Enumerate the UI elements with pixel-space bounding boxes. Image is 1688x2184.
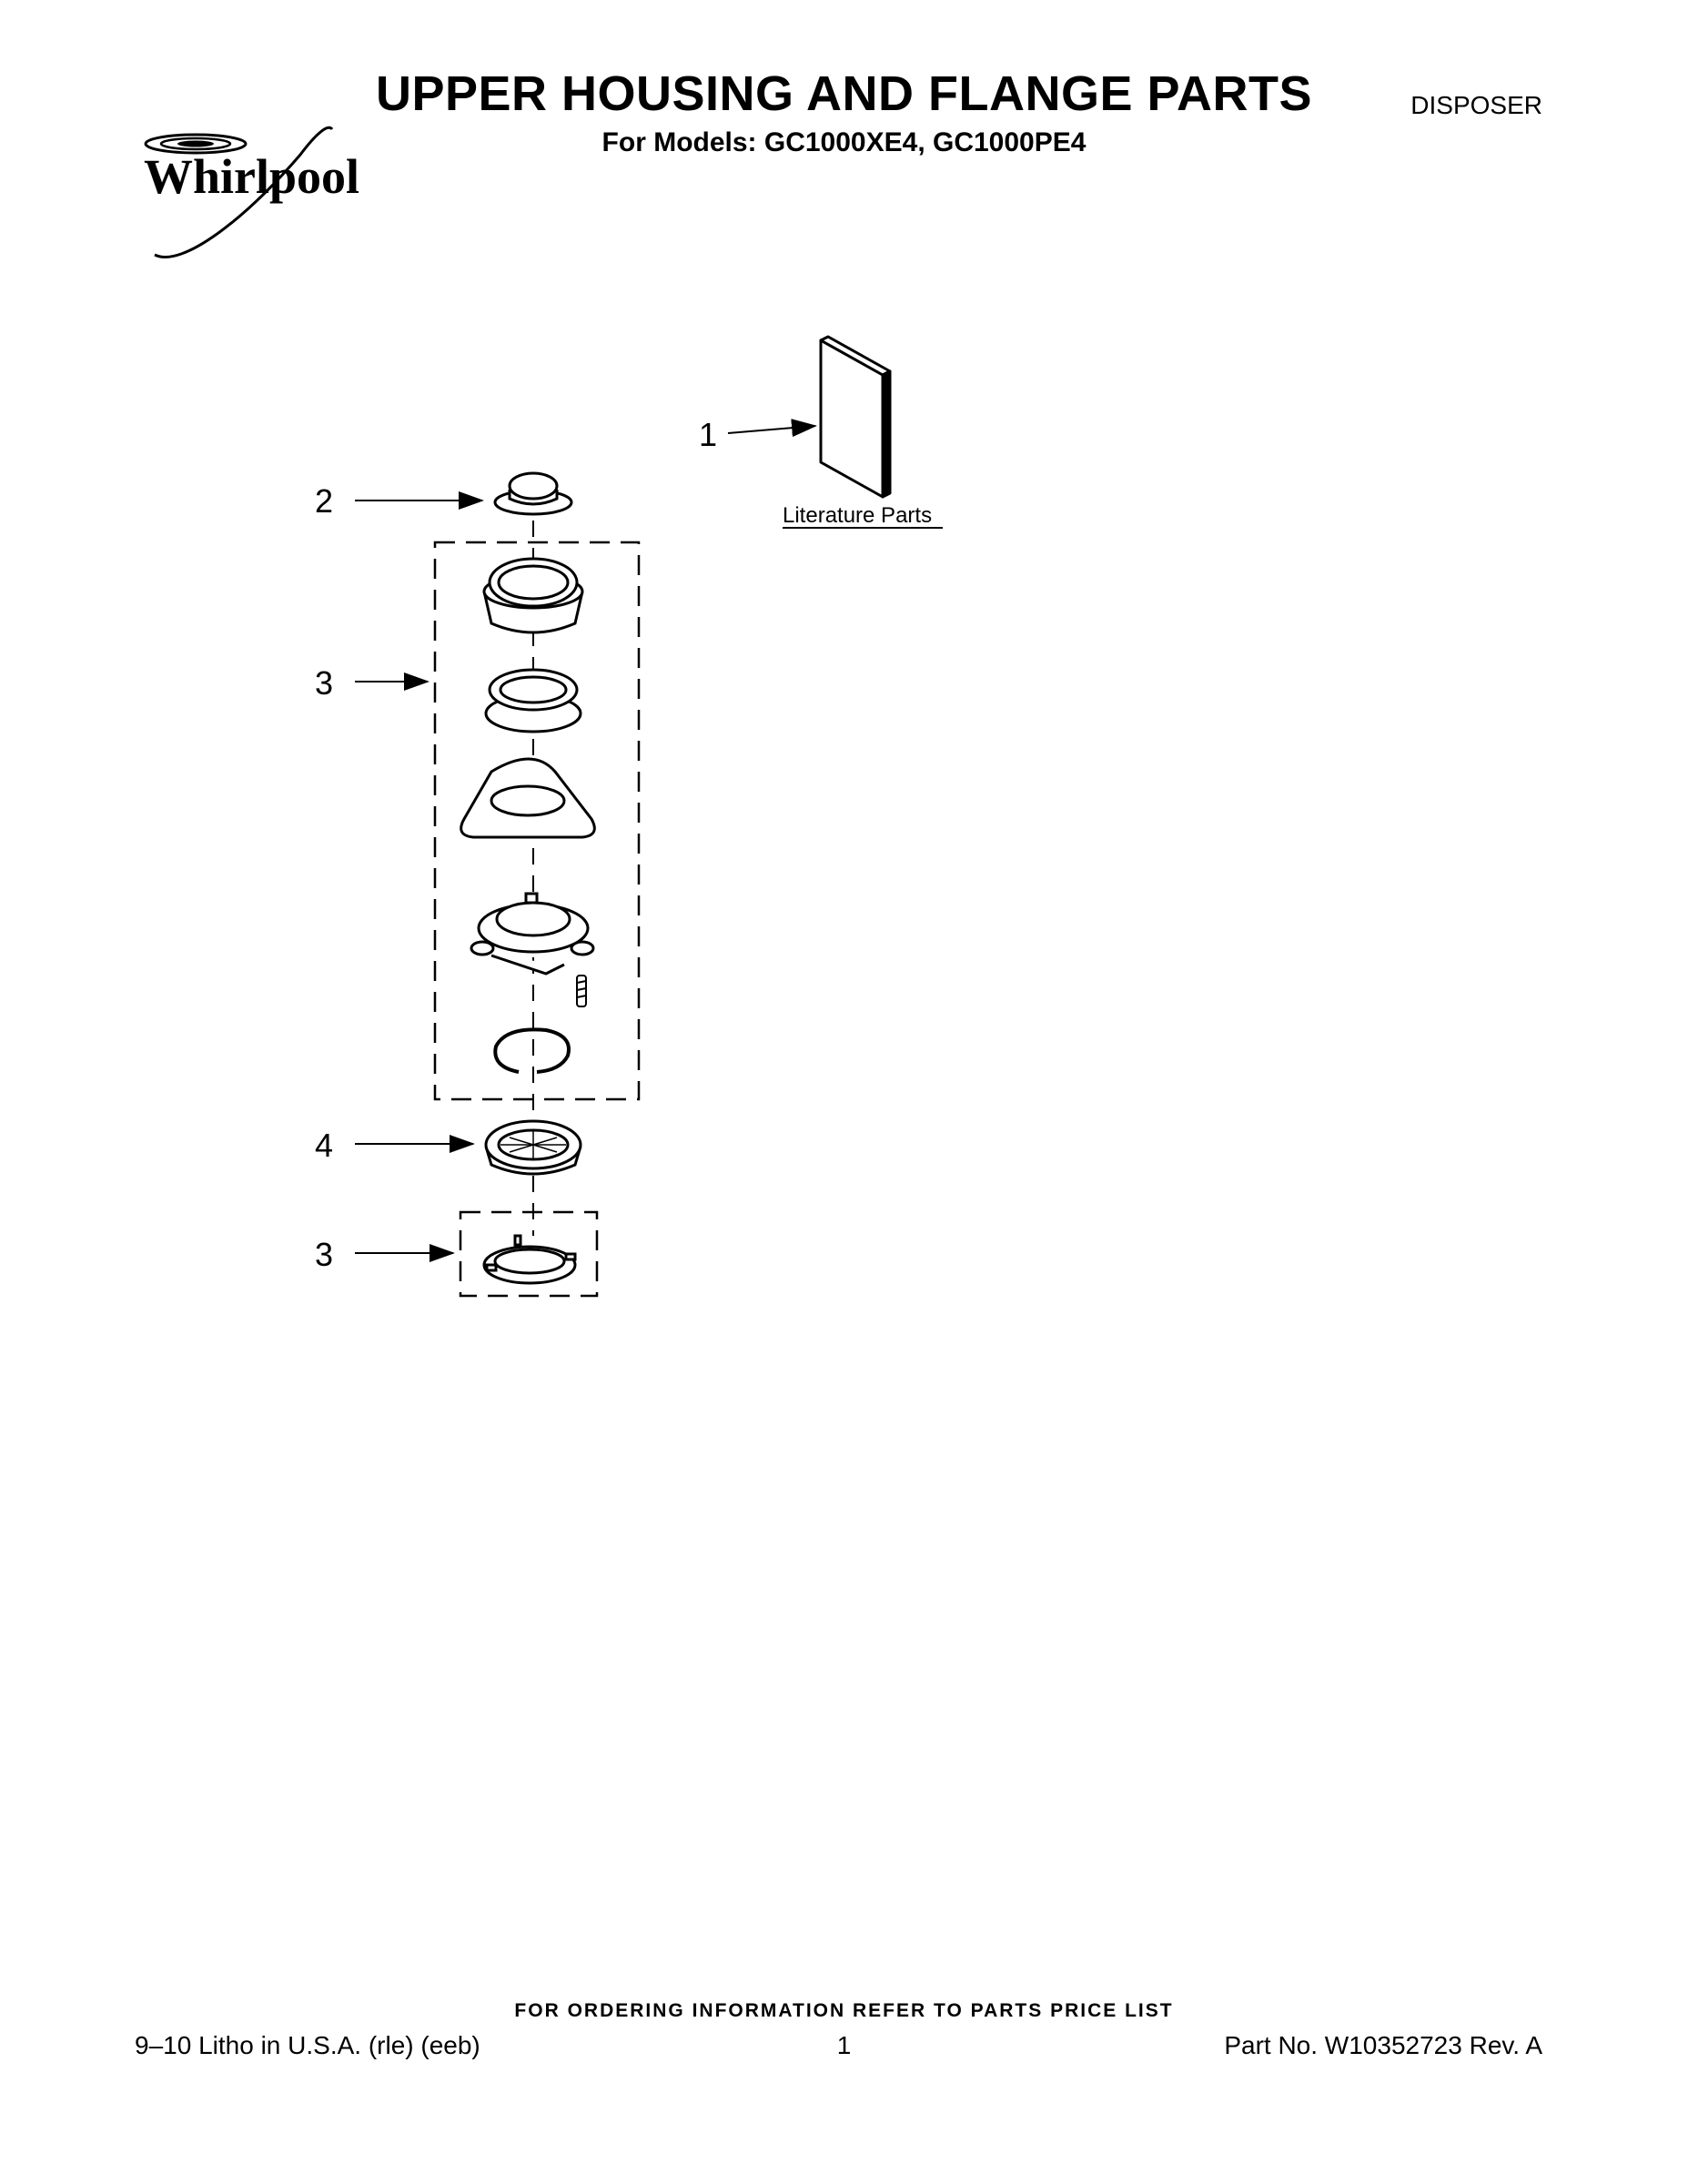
splash-guard-icon: [484, 1119, 582, 1176]
callout-number: 3: [315, 664, 333, 702]
callout-number: 4: [315, 1127, 333, 1164]
stopper-icon: [493, 471, 573, 516]
cushion-mount-icon: [482, 1234, 577, 1285]
whirlpool-logo: Whirlpool: [144, 126, 359, 258]
cushion-mount-group-box: [459, 1210, 599, 1298]
literature-parts-label: Literature Parts: [783, 503, 932, 528]
callout-number: 2: [315, 482, 333, 520]
svg-text:Whirlpool: Whirlpool: [144, 149, 359, 204]
part-number: Part No. W10352723 Rev. A: [1224, 2031, 1542, 2059]
mounting-assembly-group-box: [433, 541, 641, 1101]
litho-info: 9–10 Litho in U.S.A. (rle) (eeb): [135, 2031, 480, 2059]
sink-flange-icon: [482, 557, 584, 634]
backup-ring-icon: [460, 757, 596, 839]
mounting-screw-icon: [576, 975, 587, 1007]
callout-number: 3: [315, 1236, 333, 1273]
model-subtitle: For Models: GC1000XE4, GC1000PE4: [601, 127, 1087, 157]
product-category: DISPOSER: [1410, 91, 1542, 119]
page-title: UPPER HOUSING AND FLANGE PARTS: [375, 66, 1313, 121]
mounting-ring-icon: [470, 892, 595, 976]
literature-booklet-icon: [819, 335, 892, 499]
page-number: 1: [836, 2031, 852, 2059]
callout-leader-line: [727, 419, 817, 438]
ordering-note: FOR ORDERING INFORMATION REFER TO PARTS …: [514, 2000, 1174, 2021]
snap-ring-icon: [493, 1027, 571, 1074]
callout-number: 1: [699, 416, 717, 453]
fiber-gasket-icon: [484, 668, 582, 733]
